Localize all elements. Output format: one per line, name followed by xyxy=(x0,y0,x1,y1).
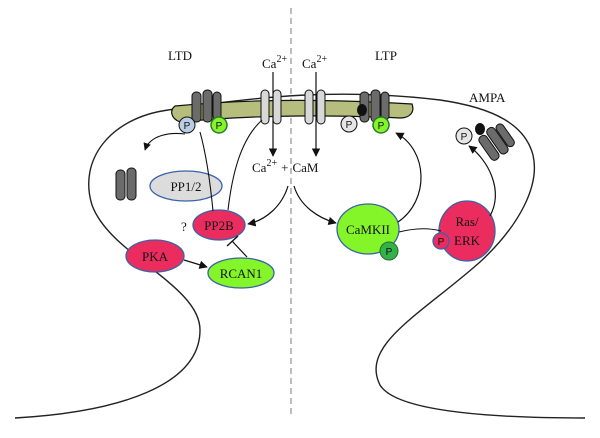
svg-text:P: P xyxy=(216,121,223,132)
svg-text:PKA: PKA xyxy=(142,249,169,264)
arrow-camkii-to-membrane xyxy=(395,132,422,223)
arrow-cacam-to-pp2b xyxy=(247,185,289,227)
arrow-cacam-to-camkii xyxy=(293,185,337,226)
ltd-phospho-green: P xyxy=(210,116,228,134)
svg-text:P: P xyxy=(184,121,191,132)
svg-text:PP1/2: PP1/2 xyxy=(170,179,201,194)
rcan1-inhibits-pp2b xyxy=(231,240,248,258)
arrow-pp12-to-internalize xyxy=(143,132,186,151)
ras-erk-phospho: P xyxy=(432,232,450,250)
pka-node: PKA xyxy=(125,239,185,273)
ampa-phospho-grey: P xyxy=(455,127,473,145)
ampa-receptor-dot xyxy=(475,123,485,135)
internalized-receptor xyxy=(115,167,137,201)
svg-text:Ras/: Ras/ xyxy=(455,214,479,229)
pp2b-node: PP2B xyxy=(192,209,246,241)
ca-channel-right xyxy=(304,89,326,125)
arrow-pka-to-rcan1 xyxy=(183,259,208,269)
question-mark: ? xyxy=(181,219,187,234)
arrow-pp2b-to-membrane xyxy=(227,119,263,211)
svg-text:P: P xyxy=(378,121,385,132)
svg-text:CaMKII: CaMKII xyxy=(346,222,390,237)
ltd-spine-outline xyxy=(14,109,201,419)
arrow-pp2b-dephospho-to-pp12 xyxy=(199,131,214,212)
ltp-phospho-green: P xyxy=(372,116,390,134)
ca-label-left: Ca2+ xyxy=(262,54,287,71)
ltd-label: LTD xyxy=(168,48,192,63)
ras-erk-node: Ras/ ERK xyxy=(438,200,496,262)
svg-text:RCAN1: RCAN1 xyxy=(220,266,263,281)
ltd-phospho-blue: P xyxy=(178,116,196,134)
ltp-phospho-grey: P xyxy=(340,115,358,133)
rcan1-node: RCAN1 xyxy=(207,257,275,289)
svg-text:P: P xyxy=(386,247,393,258)
ca-cam-label: Ca2++CaM xyxy=(252,158,319,175)
camkii-phospho: P xyxy=(379,241,399,261)
svg-text:PP2B: PP2B xyxy=(204,218,234,233)
rcan1-inhibits-pp2b-bar xyxy=(226,235,239,247)
svg-text:P: P xyxy=(346,120,353,131)
arrow-ras-to-ampa xyxy=(468,145,496,217)
svg-text:P: P xyxy=(461,132,468,143)
spine-top-curve xyxy=(167,93,586,419)
ampa-label: AMPA xyxy=(469,90,506,105)
ltp-ampa-receptor xyxy=(357,89,390,123)
camkii-node: CaMKII xyxy=(336,203,400,255)
ltp-label: LTP xyxy=(375,48,397,63)
ca-label-right: Ca2+ xyxy=(302,54,327,71)
pp12-node: PP1/2 xyxy=(149,170,223,202)
svg-text:ERK: ERK xyxy=(454,233,481,248)
ca-channel-left xyxy=(260,89,282,125)
arrow-camkii-to-ras xyxy=(398,228,442,233)
svg-text:P: P xyxy=(438,237,445,248)
ampa-receptor-inserting xyxy=(478,123,515,161)
